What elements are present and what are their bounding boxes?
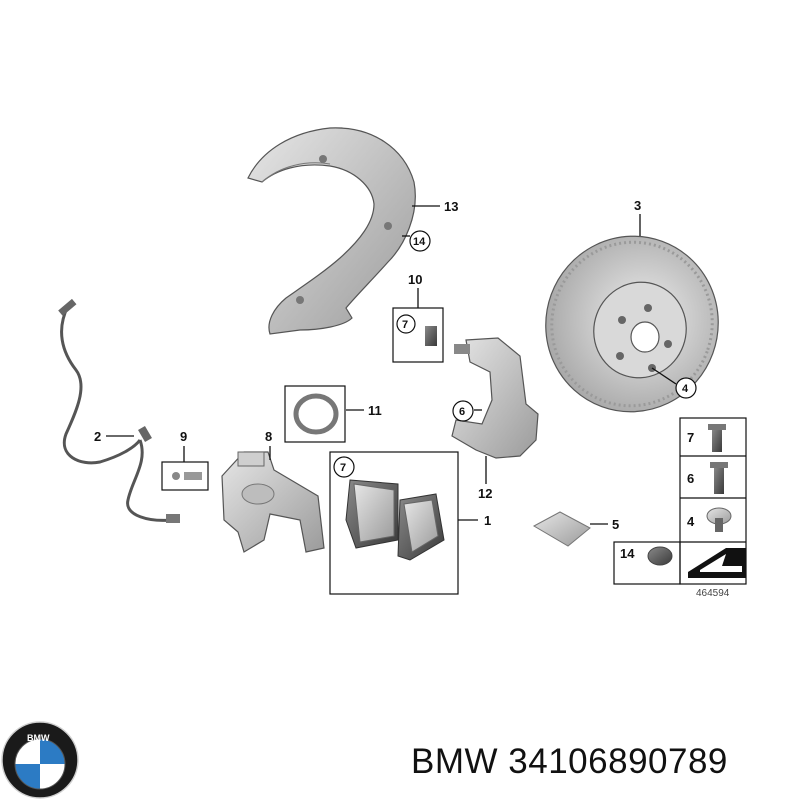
svg-text:7: 7 bbox=[402, 319, 408, 331]
callout-2: 2 bbox=[94, 429, 101, 444]
callout-12: 12 bbox=[478, 486, 492, 501]
callout-1: 1 bbox=[484, 513, 491, 528]
callout-11: 11 bbox=[368, 403, 382, 418]
circled-callout-4-disc: 4 bbox=[675, 377, 697, 399]
svg-text:14: 14 bbox=[413, 236, 426, 248]
dust-shield-part bbox=[247, 127, 416, 335]
brand-part-number: BMW 34106890789 bbox=[411, 742, 728, 782]
svg-text:4: 4 bbox=[682, 383, 689, 395]
circled-callout-14-shield: 14 bbox=[409, 230, 431, 252]
seal-ring-part bbox=[284, 385, 346, 443]
guide-bolt-part bbox=[392, 307, 444, 363]
brake-disc-part bbox=[545, 235, 719, 413]
bleeder-screw-part bbox=[161, 461, 209, 491]
svg-text:7: 7 bbox=[340, 462, 346, 474]
grease-packet-part bbox=[532, 511, 591, 547]
callout-10: 10 bbox=[408, 272, 422, 287]
callout-3: 3 bbox=[634, 198, 641, 213]
wear-sensor-part bbox=[58, 298, 180, 523]
svg-text:BMW: BMW bbox=[27, 733, 50, 743]
legend-label-6: 6 bbox=[687, 471, 694, 486]
callout-13: 13 bbox=[444, 199, 458, 214]
part-number: 34106890789 bbox=[508, 742, 728, 781]
circled-callout-6-carrier: 6 bbox=[452, 400, 474, 422]
legend-label-4: 4 bbox=[687, 514, 695, 529]
circled-callout-7-bolt: 7 bbox=[396, 314, 416, 334]
drawing-number: 464594 bbox=[696, 588, 730, 599]
caliper-part bbox=[221, 451, 325, 553]
brake-pads-part bbox=[329, 451, 459, 595]
legend-label-14: 14 bbox=[620, 546, 635, 561]
callout-8: 8 bbox=[265, 429, 272, 444]
hardware-legend bbox=[613, 417, 747, 585]
legend-label-7: 7 bbox=[687, 430, 694, 445]
circled-callout-7-pads: 7 bbox=[333, 456, 355, 478]
svg-text:6: 6 bbox=[459, 406, 465, 418]
caliper-carrier-part bbox=[451, 337, 539, 459]
bmw-logo: BMW bbox=[1, 721, 79, 799]
callout-5: 5 bbox=[612, 517, 619, 532]
callout-9: 9 bbox=[180, 429, 187, 444]
brand-name: BMW bbox=[411, 742, 499, 781]
leader-lines bbox=[106, 205, 677, 525]
